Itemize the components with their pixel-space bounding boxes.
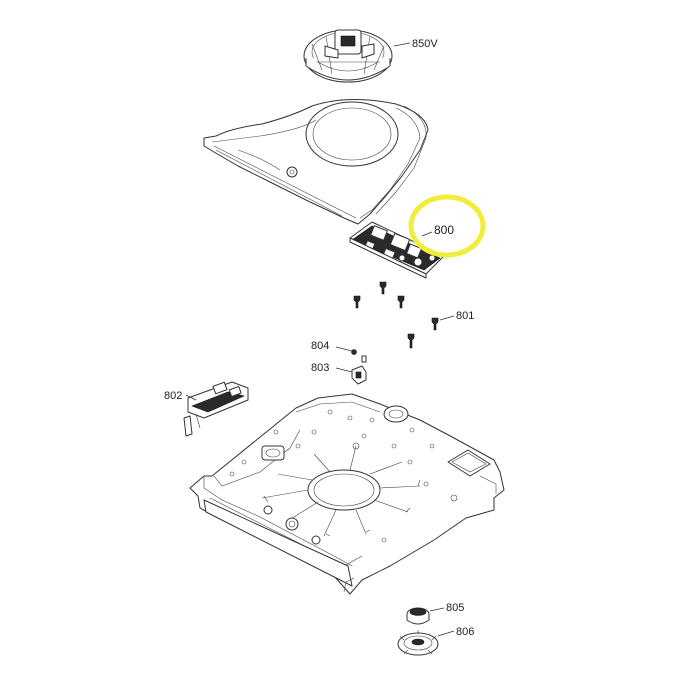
label-801-text: 801 [456,310,474,322]
knob-cap-part[interactable] [406,607,430,625]
screws-part[interactable] [353,281,439,349]
screw-1[interactable] [379,281,387,295]
label-805-text: 805 [446,602,464,614]
label-801: 801 [439,310,474,322]
screw-5[interactable] [407,333,415,349]
fan-cover-plate[interactable] [203,99,429,225]
rear-boss [383,405,409,423]
bracket-part[interactable] [351,365,367,385]
label-800-text: 800 [434,223,454,237]
fan-motor-part[interactable] [303,29,393,83]
control-board-part[interactable] [349,221,445,279]
pin-part[interactable] [351,349,367,363]
screw-4[interactable] [431,317,439,331]
screw-3[interactable] [397,295,405,309]
base-plate-part[interactable] [189,393,505,595]
label-806: 806 [437,626,474,638]
front-holes [263,505,321,545]
small-holes [229,409,458,543]
label-806-text: 806 [456,626,474,638]
label-804: 804 [311,340,353,352]
knob-base-part[interactable] [397,630,439,656]
label-803-text: 803 [311,362,329,374]
screw-2[interactable] [353,295,361,309]
label-804-text: 804 [311,340,329,352]
label-805: 805 [429,602,464,614]
left-boss [261,445,285,461]
label-802: 802 [164,390,197,402]
door-switch-part[interactable] [183,381,249,437]
label-850v-text: 850V [412,38,438,50]
label-802-text: 802 [164,390,182,402]
waveguide-opening [447,449,491,477]
label-800: 800 [408,194,486,258]
label-803: 803 [311,362,353,374]
label-850v: 850V [393,38,438,50]
highlight-circle [408,194,486,258]
